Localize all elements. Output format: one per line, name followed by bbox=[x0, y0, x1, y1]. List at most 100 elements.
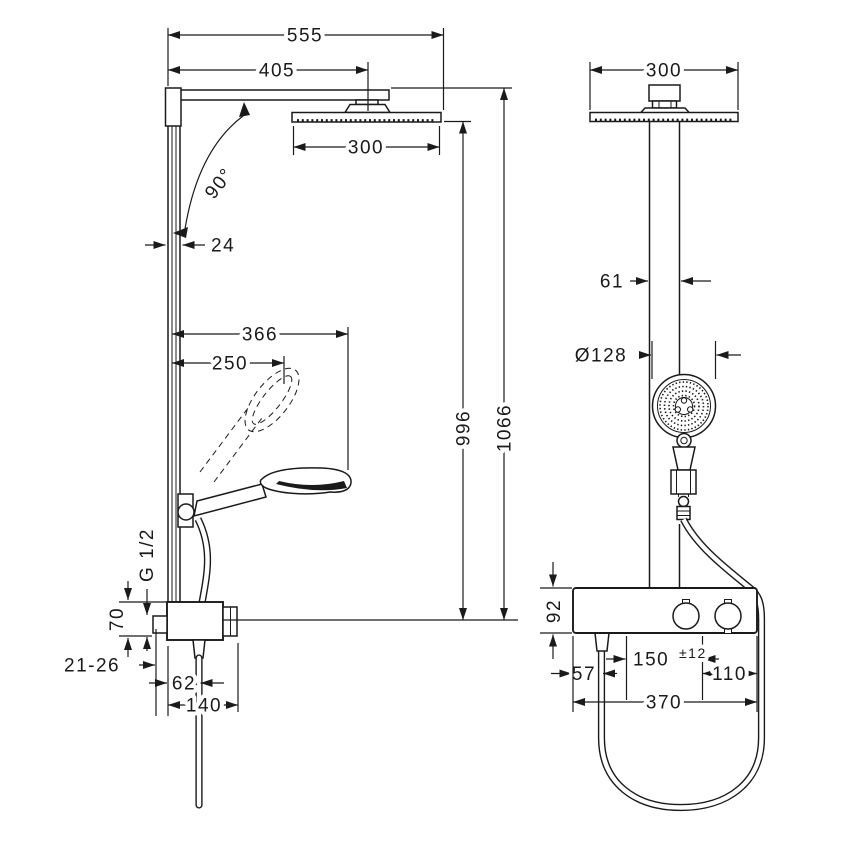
head-face-dashed bbox=[251, 375, 293, 425]
valve-body-front bbox=[572, 587, 758, 634]
dim-profile-depth-24: 24 bbox=[145, 232, 238, 261]
dim-label-61: 61 bbox=[600, 272, 624, 293]
head-plate-front bbox=[589, 111, 739, 123]
dim-label-405: 405 bbox=[259, 61, 295, 82]
dim-label-1066: 1066 bbox=[495, 404, 516, 452]
dim-head-width-300-side: 300 bbox=[292, 126, 441, 163]
dim-hose-offset-57: 57 bbox=[551, 660, 617, 689]
dim-label-92: 92 bbox=[544, 599, 565, 623]
dim-label-110: 110 bbox=[712, 664, 747, 685]
shower-hose-upper-side bbox=[194, 517, 212, 604]
spray-texture-ring bbox=[663, 385, 705, 427]
hose-lower-side bbox=[192, 639, 206, 809]
ceiling-mount bbox=[648, 84, 681, 102]
dim-label-300-side: 300 bbox=[348, 138, 384, 159]
dim-angle-90: 90° bbox=[173, 102, 250, 238]
spray-hole bbox=[680, 397, 688, 404]
hose-inner bbox=[599, 518, 764, 810]
inlet-connector-g12 bbox=[152, 615, 168, 634]
angle-arc bbox=[184, 115, 244, 230]
dim-overall-width-555: 555 bbox=[167, 22, 445, 110]
angle-label-90: 90° bbox=[201, 164, 238, 203]
dim-label-250: 250 bbox=[212, 354, 248, 375]
dim-overall-height-1066: 1066 bbox=[391, 87, 520, 620]
hand-shower-hook bbox=[676, 432, 692, 449]
dim-column-width-61: 61 bbox=[596, 268, 711, 297]
dim-height-996: 996 bbox=[444, 120, 479, 620]
label-thread-g12: G 1/2 bbox=[133, 524, 162, 651]
valve-body-side bbox=[166, 601, 224, 641]
dim-outlet-offset-110: 110 bbox=[702, 660, 757, 689]
arrowhead bbox=[173, 227, 188, 238]
handle-end-ball bbox=[677, 495, 690, 508]
dim-label-366: 366 bbox=[242, 325, 278, 346]
flow-knob bbox=[714, 599, 742, 634]
spray-texture-ring bbox=[659, 381, 709, 431]
dim-hose-offset-62: 62 bbox=[149, 670, 224, 699]
riser-column-front bbox=[648, 121, 681, 588]
head-outline-dashed bbox=[244, 367, 300, 433]
dim-depth-140: 140 bbox=[168, 643, 239, 721]
handle-taper bbox=[672, 446, 696, 471]
overhead-shower-front bbox=[589, 84, 739, 123]
hand-shower-holder bbox=[177, 493, 195, 528]
spray-hole bbox=[674, 406, 681, 413]
hook-inner bbox=[680, 436, 688, 445]
hand-shower-dashed bbox=[199, 367, 300, 483]
dim-label-24: 24 bbox=[211, 236, 235, 257]
arrowhead bbox=[239, 102, 250, 117]
handle-edge-dashed bbox=[213, 417, 263, 483]
front-view: 300 61 Ø128 92 150 ±12 bbox=[540, 57, 766, 812]
knob-circle bbox=[714, 602, 742, 630]
dim-valve-width-370: 370 bbox=[572, 636, 758, 718]
dim-label-555: 555 bbox=[287, 26, 323, 47]
dim-handshower-reach-366: 366 bbox=[172, 321, 349, 470]
side-view: 555 405 300 90° 24 366 bbox=[60, 22, 520, 809]
dim-label-62: 62 bbox=[172, 674, 196, 695]
thermostat-valve-front bbox=[572, 587, 758, 634]
knob-circle bbox=[672, 602, 700, 630]
hose-nipple-side bbox=[192, 639, 206, 659]
spray-face-rim bbox=[657, 379, 711, 433]
thread-label: G 1/2 bbox=[137, 528, 158, 582]
dim-handshower-diameter-128: Ø128 bbox=[571, 341, 741, 379]
holder-knob bbox=[177, 503, 195, 521]
head-plate-side bbox=[291, 111, 442, 123]
dim-label-996: 996 bbox=[454, 410, 475, 446]
spray-hole bbox=[687, 406, 694, 413]
dim-label-70: 70 bbox=[107, 607, 128, 631]
overhead-shower-side bbox=[291, 99, 442, 123]
hose-nut bbox=[676, 505, 691, 521]
hand-shower-solid bbox=[193, 467, 352, 518]
dim-wall-gap-21-26: 21-26 bbox=[60, 629, 169, 716]
hose-nipple-front bbox=[594, 632, 610, 652]
dim-label-370: 370 bbox=[646, 693, 682, 714]
handle-edge-dashed bbox=[199, 407, 249, 473]
swivel-joint bbox=[651, 100, 678, 109]
dim-label-21-26: 21-26 bbox=[64, 656, 120, 677]
dim-arm-reach-405: 405 bbox=[168, 57, 369, 111]
dim-handshower-reach-250: 250 bbox=[172, 350, 285, 384]
hand-shower-handle-front bbox=[670, 446, 697, 521]
holder-bracket-front bbox=[670, 469, 697, 495]
dim-valve-height-70: 70 bbox=[103, 581, 166, 657]
temperature-knob bbox=[672, 599, 700, 630]
hand-shower-handle-side bbox=[193, 483, 267, 518]
dim-label-dia128: Ø128 bbox=[575, 346, 627, 367]
dim-label-57: 57 bbox=[572, 664, 596, 685]
dim-head-width-300-front: 300 bbox=[589, 57, 739, 110]
spray-texture-ring bbox=[668, 390, 700, 422]
hose-inner bbox=[196, 518, 210, 604]
spray-texture-ring bbox=[672, 394, 696, 418]
shower-arm bbox=[165, 89, 390, 101]
hose-loop-front bbox=[594, 517, 766, 812]
dim-label-300-front: 300 bbox=[646, 61, 682, 82]
hand-shower-front bbox=[651, 373, 717, 449]
hand-shower-head-side bbox=[259, 467, 352, 495]
hand-shower-face-side bbox=[276, 481, 347, 491]
dim-label-140: 140 bbox=[186, 696, 222, 717]
dim-valve-height-92: 92 bbox=[540, 562, 572, 659]
dim-label-150-tolerance: ±12 bbox=[679, 645, 707, 661]
